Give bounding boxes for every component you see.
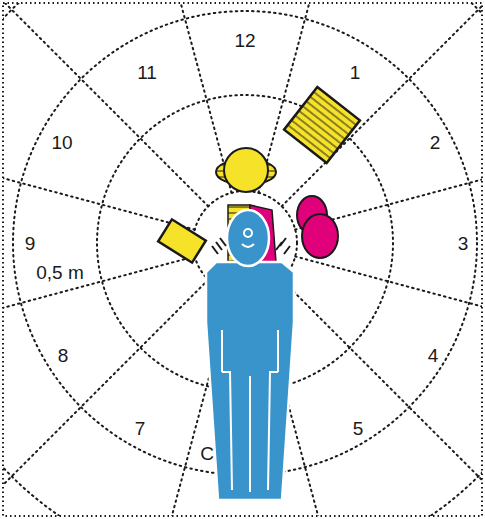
- distance-label: 0,5 m: [36, 263, 84, 282]
- sector-line: [282, 280, 482, 516]
- clock-number: 10: [51, 133, 72, 152]
- clock-number: 7: [135, 419, 146, 438]
- hatched-square: [284, 87, 360, 163]
- sector-line: [3, 3, 208, 206]
- sector-line: [282, 3, 482, 206]
- clock-number: 11: [137, 63, 157, 82]
- magenta-object: [297, 196, 338, 258]
- hands: [212, 238, 290, 254]
- clock-number: 3: [458, 234, 469, 253]
- position-label: C: [200, 444, 214, 463]
- clock-number: 12: [234, 31, 255, 50]
- yellow-head: [216, 148, 276, 192]
- clock-grid: [3, 3, 482, 516]
- sector-line: [141, 3, 231, 193]
- clock-number: 2: [430, 133, 441, 152]
- frame-border: [3, 3, 482, 516]
- clock-number: 5: [353, 419, 364, 438]
- distance-ring: [3, 3, 482, 516]
- yellow-rectangle: [158, 219, 206, 262]
- clock-number: 1: [350, 63, 361, 82]
- clock-number: 4: [428, 346, 439, 365]
- sector-line: [295, 256, 482, 346]
- sector-line: [3, 280, 208, 516]
- blue-person: [206, 210, 294, 500]
- sector-line: [3, 139, 195, 229]
- clock-number: 9: [25, 234, 36, 253]
- sector-line: [3, 256, 195, 346]
- clock-number: 8: [58, 346, 69, 365]
